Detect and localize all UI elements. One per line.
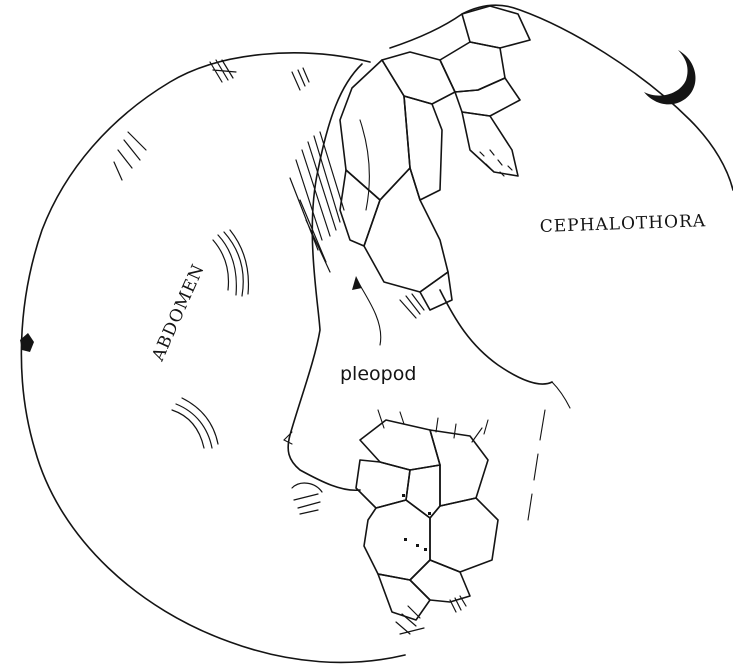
tail-plate-1 <box>360 420 440 470</box>
pleopod-arrowhead <box>352 276 362 290</box>
cephalothorax-lower-edge <box>440 290 552 384</box>
pleopod-label: pleopod <box>340 363 416 385</box>
cephalothorax-rear-edge <box>552 382 570 408</box>
abdomen-label: ABDOMEN <box>148 261 209 365</box>
pleopod-fringe <box>400 294 424 318</box>
limb-inner-line <box>360 120 369 210</box>
limb-bristles <box>290 132 344 272</box>
pleopod-arrow-line <box>358 282 381 345</box>
limb-segment-b <box>404 96 442 200</box>
pleopod-pointer <box>352 276 381 345</box>
limb-segment-c <box>364 168 448 292</box>
tail-dots <box>402 494 431 551</box>
antenna-segment-4 <box>455 78 520 116</box>
antenna-segment-2 <box>440 42 505 92</box>
tail-plate-5 <box>430 498 498 572</box>
antenna-segment-3 <box>462 6 530 48</box>
crescent-mark <box>644 50 696 104</box>
abdomen-inner-edge <box>288 64 362 490</box>
antenna <box>382 6 530 176</box>
abdomen-shading-marks <box>20 60 466 634</box>
antenna-tip <box>462 112 518 176</box>
tail-plate-4 <box>406 465 440 518</box>
tail-plate-2 <box>430 430 488 506</box>
tail-plate-7 <box>378 574 430 620</box>
abdomen <box>20 53 466 662</box>
cephalothorax <box>390 5 733 408</box>
dashed-guide <box>528 410 545 520</box>
tail-plate-6 <box>364 500 430 580</box>
limb-segment-d <box>340 170 380 246</box>
cephalothorax-label: CEPHALOTHORA <box>539 211 706 237</box>
abdomen-outline <box>21 53 405 662</box>
abdomen-notch <box>284 432 292 444</box>
tail-plate-8 <box>410 560 470 602</box>
telson <box>356 410 498 620</box>
